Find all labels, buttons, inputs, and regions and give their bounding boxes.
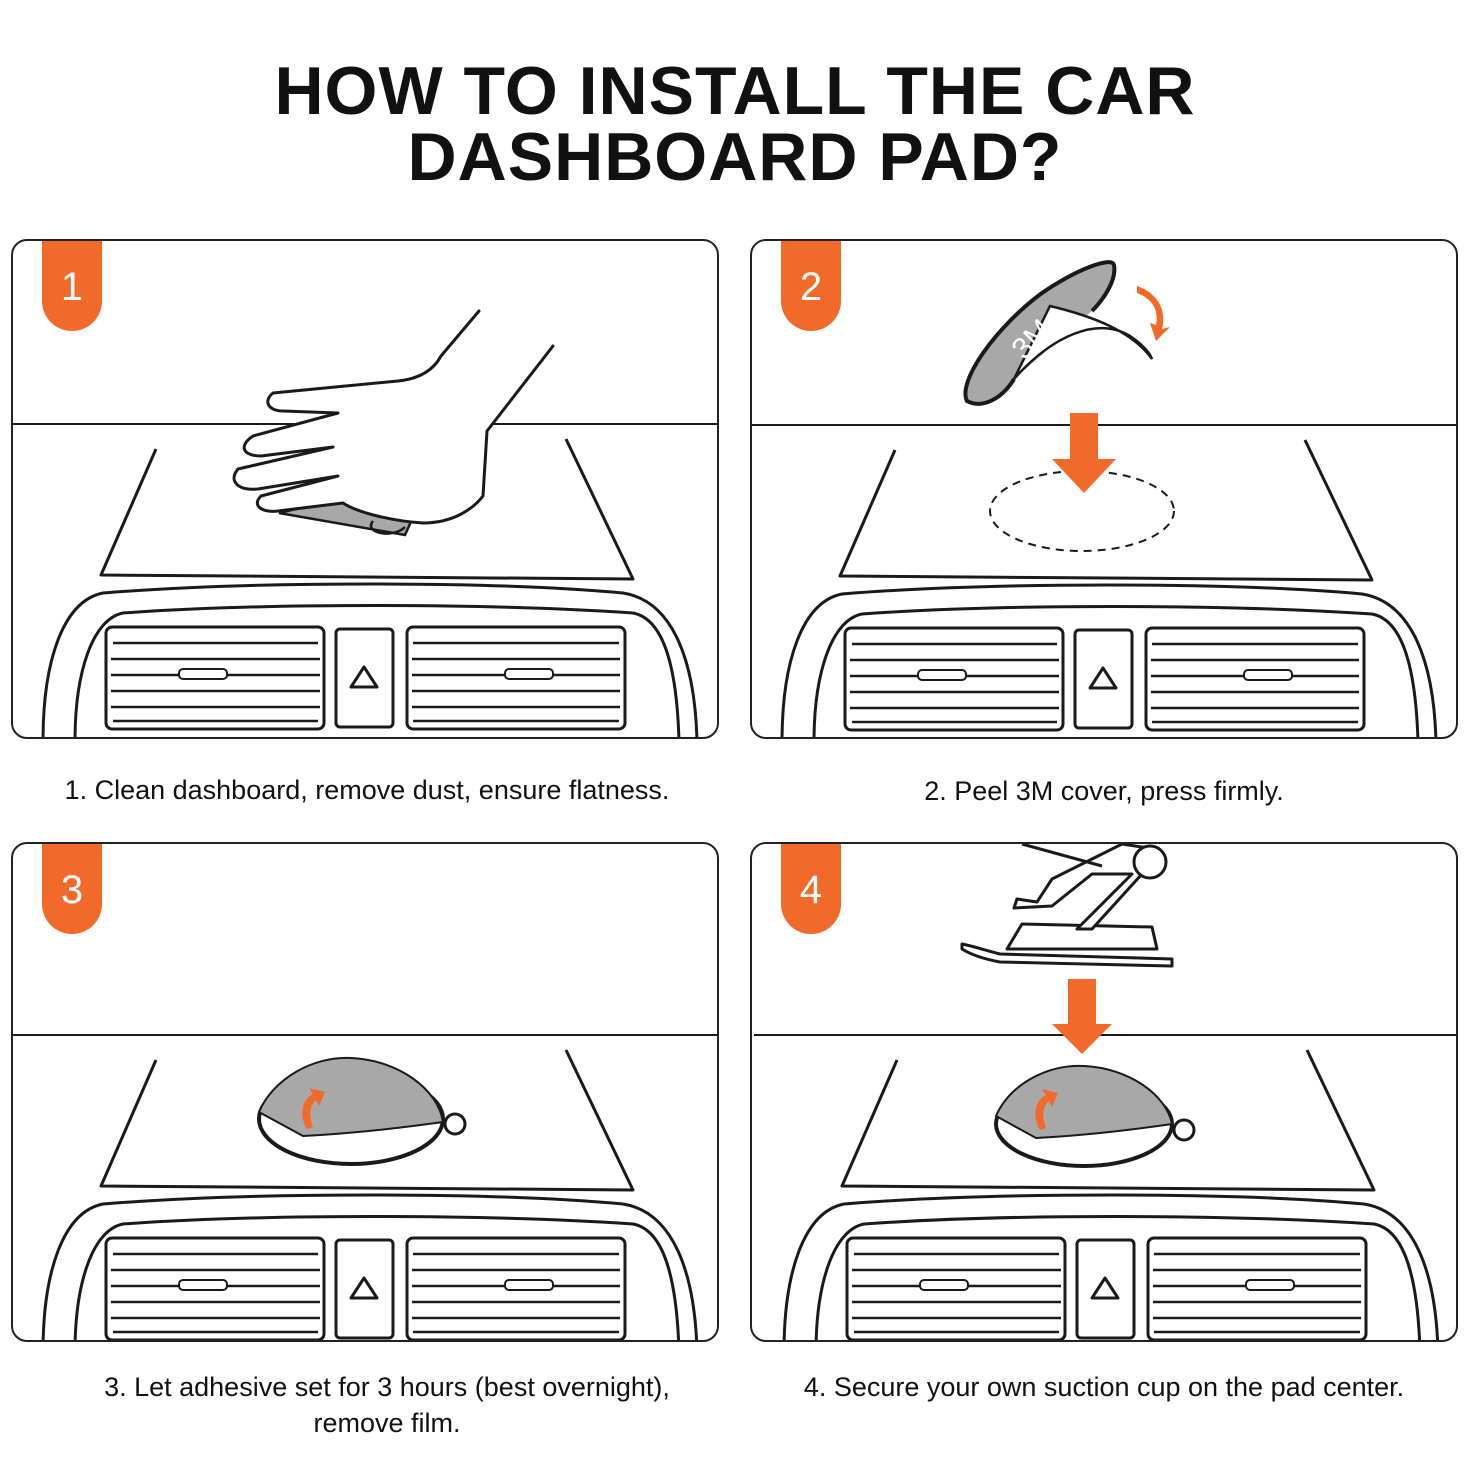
step-1-panel: 1 xyxy=(11,239,719,739)
title-line-2: DASHBOARD PAD? xyxy=(407,119,1063,195)
step-2-caption: 2. Peel 3M cover, press firmly. xyxy=(924,776,1284,806)
down-arrow-icon xyxy=(1052,979,1112,1054)
hand-icon xyxy=(232,309,555,525)
peel-arrow-icon xyxy=(302,1088,325,1129)
step-2-panel: 3M 2 xyxy=(750,239,1458,739)
attach-suction-cup-illustration xyxy=(752,844,1456,1340)
step-number-badge: 2 xyxy=(781,241,841,331)
caption-line-2: remove film. xyxy=(313,1408,461,1438)
caption-line-1: 3. Let adhesive set for 3 hours (best ov… xyxy=(104,1372,670,1402)
page-title: HOW TO INSTALL THE CAR DASHBOARD PAD? xyxy=(0,53,1470,195)
title-line-1: HOW TO INSTALL THE CAR xyxy=(274,53,1196,129)
step-number-badge: 3 xyxy=(42,844,102,934)
down-arrow-icon xyxy=(1052,413,1116,493)
step-1-caption: 1. Clean dashboard, remove dust, ensure … xyxy=(64,775,670,805)
step-number-badge: 4 xyxy=(781,844,841,934)
step-4-caption: 4. Secure your own suction cup on the pa… xyxy=(803,1372,1405,1402)
remove-film-illustration xyxy=(13,1033,717,1340)
step-3-caption: 3. Let adhesive set for 3 hours (best ov… xyxy=(11,1369,763,1441)
peel-3m-illustration: 3M xyxy=(752,260,1456,737)
dashboard-wipe-illustration xyxy=(13,309,717,737)
suction-mount-icon xyxy=(960,844,1174,968)
pull-tab xyxy=(443,1112,467,1136)
step-3-panel: 3 xyxy=(11,842,719,1342)
step-number-badge: 1 xyxy=(42,241,102,331)
step-4-panel: 4 xyxy=(750,842,1458,1342)
curved-arrow-icon xyxy=(1137,286,1170,341)
